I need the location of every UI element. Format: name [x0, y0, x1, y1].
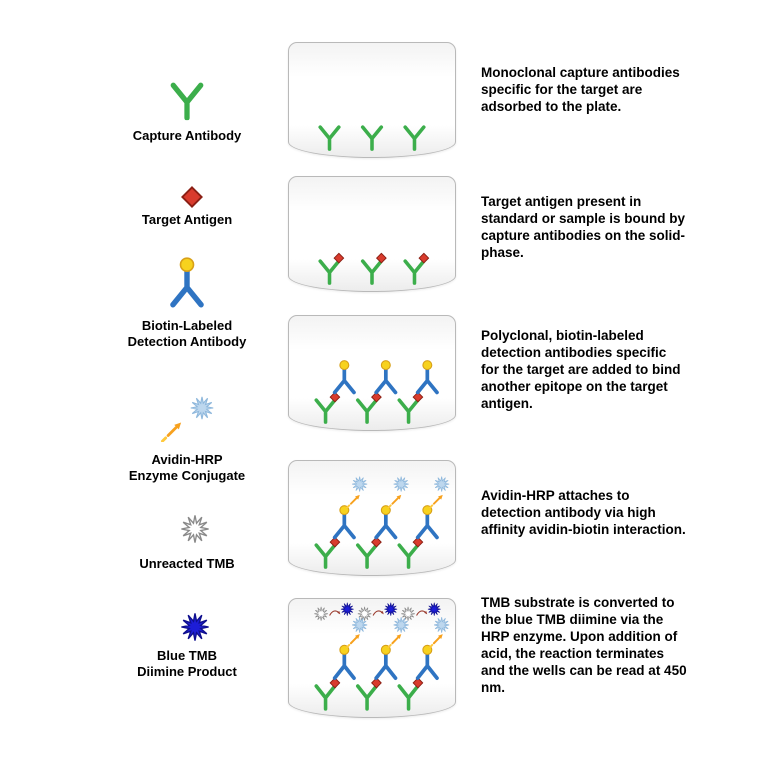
well-step-4-graphic	[314, 476, 450, 569]
capture-antibody-icon	[360, 259, 384, 285]
target-antigen-icon	[418, 252, 430, 264]
unreacted-tmb-icon	[401, 606, 416, 622]
target-antigen-icon	[181, 186, 203, 208]
avidin-hrp-arrow-icon	[160, 416, 186, 442]
avidin-hrp-burst-icon	[433, 616, 450, 634]
well-step-2	[288, 176, 456, 292]
legend-label-detection-antibody: Biotin-Labeled Detection Antibody	[127, 318, 247, 349]
legend-label-avidin-hrp: Avidin-HRP Enzyme Conjugate	[128, 452, 246, 483]
step-2-description: Target antigen present in standard or sa…	[481, 194, 686, 260]
unreacted-tmb-icon	[314, 606, 329, 622]
sandwich-avidin-complex	[314, 616, 368, 711]
capture-antibody-icon	[403, 259, 426, 285]
blue-tmb-icon	[178, 610, 212, 644]
sandwich-avidin-complex	[314, 476, 368, 569]
sandwich-complex	[355, 359, 398, 424]
detection-antibody-icon	[332, 643, 356, 681]
detection-antibody-icon	[415, 359, 439, 395]
capture-antibody-icon	[397, 398, 420, 424]
tmb-conversion	[314, 602, 354, 622]
step-3-description: Polyclonal, biotin-labeled detection ant…	[481, 328, 681, 411]
legend-label-unreacted-tmb: Unreacted TMB	[139, 556, 235, 571]
legend-label-blue-tmb: Blue TMB Diimine Product	[137, 648, 237, 679]
avidin-hrp-arrow-icon	[345, 633, 361, 648]
avidin-hrp-arrow-icon	[428, 633, 444, 648]
tmb-conversion	[401, 602, 441, 622]
well-step-1	[288, 42, 456, 158]
sandwich-avidin-complex	[397, 616, 450, 711]
capture-antibody-icon	[403, 125, 426, 151]
sandwich-complex	[397, 359, 439, 424]
capture-antibody-icon	[314, 398, 337, 424]
capture-antibody-icon	[314, 543, 337, 569]
detection-antibody-icon	[332, 504, 356, 540]
well-step-5	[288, 598, 456, 718]
tmb-conversion	[357, 602, 398, 622]
avidin-hrp-burst-icon	[188, 394, 216, 422]
detection-antibody-icon	[415, 643, 439, 681]
unreacted-tmb-icon	[178, 512, 212, 546]
capture-antigen-complex	[360, 252, 387, 285]
capture-antibody-icon	[318, 125, 341, 151]
detection-antibody-icon	[374, 504, 398, 540]
avidin-hrp-arrow-icon	[346, 493, 361, 509]
capture-antibody-icon	[355, 684, 379, 711]
target-antigen-icon	[333, 252, 345, 264]
capture-antibody-icon	[355, 543, 379, 569]
detection-antibody-icon	[332, 359, 356, 395]
blue-tmb-icon	[340, 602, 354, 617]
blue-tmb-icon	[427, 602, 441, 617]
legend-label-target-antigen: Target Antigen	[141, 212, 233, 227]
conversion-arrow-icon	[415, 610, 428, 617]
sandwich-avidin-complex	[355, 476, 410, 569]
detection-antibody-icon	[415, 504, 439, 540]
detection-antibody-icon	[167, 256, 207, 308]
avidin-hrp-burst-icon	[393, 476, 410, 492]
sandwich-complex	[314, 359, 356, 424]
conversion-arrow-icon	[329, 610, 341, 617]
capture-antibody-icon	[318, 259, 341, 285]
capture-antibody-icon	[355, 398, 379, 424]
detection-antibody-icon	[374, 359, 398, 395]
avidin-hrp-arrow-icon	[387, 633, 403, 648]
avidin-hrp-arrow-icon	[429, 493, 444, 509]
avidin-hrp-burst-icon	[433, 476, 450, 492]
capture-antibody-icon	[397, 684, 420, 711]
avidin-hrp-arrow-icon	[387, 493, 403, 509]
capture-antibody-icon	[168, 76, 206, 122]
detection-antibody-icon	[374, 643, 398, 681]
step-1-description: Monoclonal capture antibodies specific f…	[481, 65, 680, 114]
step-4-description: Avidin-HRP attaches to detection antibod…	[481, 488, 686, 537]
conversion-arrow-icon	[372, 610, 385, 617]
sandwich-avidin-complex	[397, 476, 450, 569]
well-step-3	[288, 315, 456, 431]
step-5-description: TMB substrate is converted to the blue T…	[481, 595, 687, 695]
capture-antibody-icon	[360, 125, 384, 151]
legend-label-capture-antibody: Capture Antibody	[132, 128, 242, 143]
avidin-hrp-burst-icon	[351, 476, 368, 492]
well-step-1-graphic	[318, 125, 426, 151]
well-step-4	[288, 460, 456, 576]
well-step-5-graphic	[314, 602, 450, 711]
capture-antigen-complex	[318, 252, 345, 285]
capture-antigen-complex	[403, 252, 430, 285]
capture-antibody-icon	[314, 684, 337, 711]
target-antigen-icon	[376, 252, 387, 264]
sandwich-avidin-complex	[355, 616, 410, 711]
avidin-hrp-burst-icon	[393, 616, 410, 634]
blue-tmb-icon	[384, 602, 398, 617]
well-step-2-graphic	[318, 252, 430, 285]
well-step-3-graphic	[314, 359, 439, 424]
capture-antibody-icon	[397, 543, 420, 569]
